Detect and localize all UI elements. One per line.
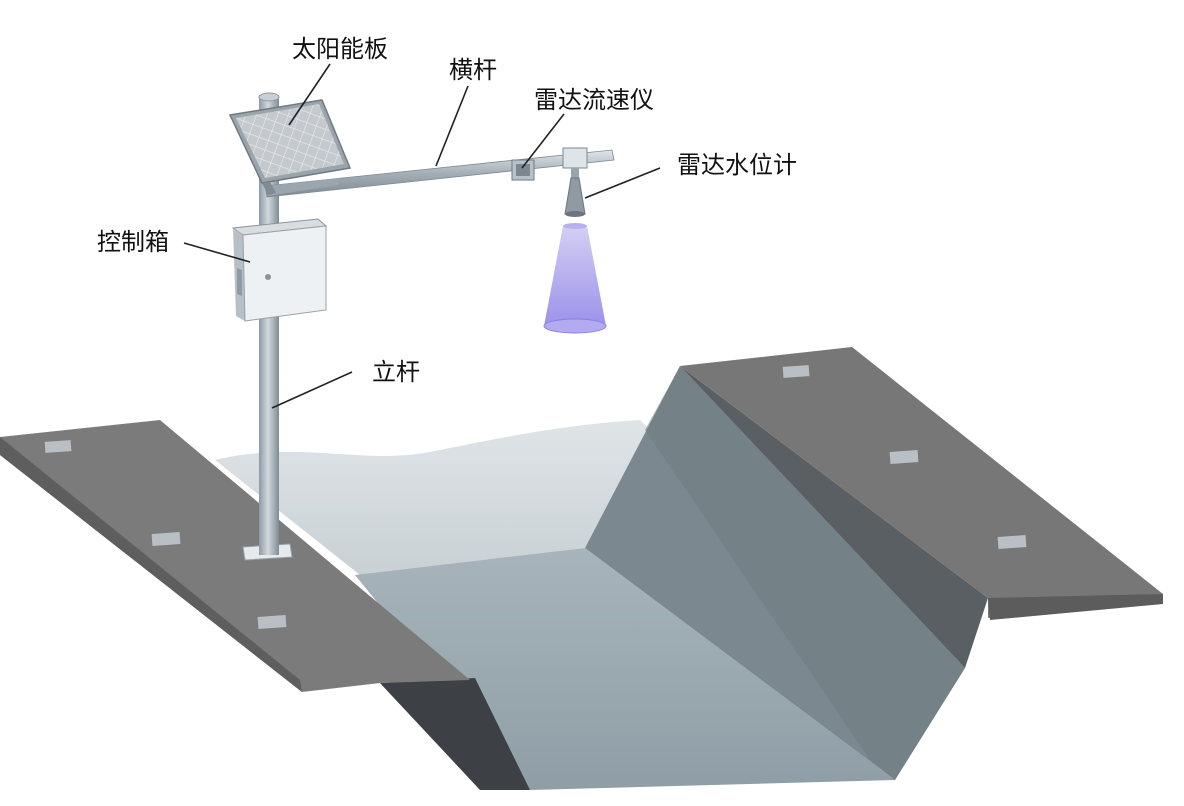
control-box-handle: [237, 268, 242, 296]
marker: [782, 365, 810, 378]
flowmeter-face: [516, 164, 530, 176]
solar-panel: [228, 99, 352, 195]
label-vertical-pole: 立杆: [372, 358, 420, 386]
level-gauge-head: [562, 147, 588, 169]
leader-crossbar: [435, 85, 469, 167]
level-gauge-neck: [571, 168, 579, 178]
control-box-lock: [265, 274, 271, 280]
level-gauge-horn: [564, 177, 586, 215]
label-control-box: 控制箱: [97, 228, 169, 256]
channel: [0, 347, 1163, 790]
marker: [151, 532, 181, 546]
channel-wall-right-face: [645, 366, 965, 780]
channel-wall-right-band: [680, 366, 988, 668]
vertical-pole: [259, 95, 279, 555]
control-box: [231, 218, 328, 322]
crossbar-brace: [265, 178, 340, 196]
radar-level-gauge: [562, 147, 588, 217]
solar-panel-bracket: [262, 182, 276, 195]
channel-wall-left: [380, 678, 530, 790]
left-bank: [0, 420, 470, 692]
level-gauge-horn-mouth: [565, 211, 585, 217]
leader-solar-panel: [288, 63, 331, 126]
marker: [889, 450, 919, 464]
bank-markers: [44, 365, 1027, 629]
leader-vertical-pole: [271, 371, 353, 409]
radar-beam-bottom: [543, 318, 607, 334]
leader-radar-level-gauge: [584, 167, 661, 199]
water-surface: [215, 420, 660, 575]
pole-cap: [258, 92, 280, 102]
marker: [257, 615, 287, 629]
radar-flowmeter: [511, 159, 535, 181]
left-bank-edge: [0, 437, 302, 692]
right-bank-edge: [988, 594, 1163, 620]
control-box-front: [242, 225, 327, 322]
radar-beam: [543, 223, 607, 334]
label-solar-panel: 太阳能板: [292, 35, 388, 63]
radar-beam-cone: [544, 226, 606, 326]
label-radar-level-gauge: 雷达水位计: [677, 151, 797, 179]
label-radar-flowmeter: 雷达流速仪: [534, 86, 654, 114]
label-crossbar: 横杆: [449, 56, 497, 84]
solar-panel-cells: [236, 104, 344, 178]
radar-beam-top: [563, 223, 587, 229]
right-bank: [680, 347, 1163, 618]
marker: [997, 535, 1027, 549]
pole-assembly: [228, 92, 615, 561]
leader-control-box: [183, 242, 251, 263]
marker: [44, 440, 72, 453]
leader-radar-flowmeter: [521, 113, 565, 169]
leader-lines: [183, 63, 661, 409]
